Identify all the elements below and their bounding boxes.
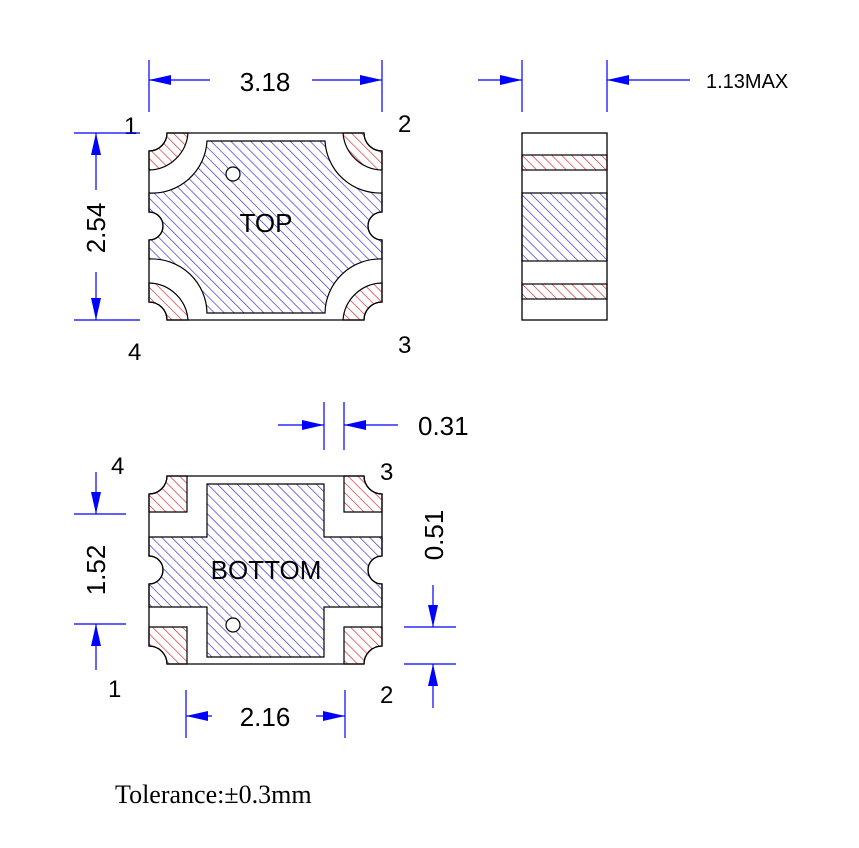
- dim-thickness-label: 1.13MAX: [706, 71, 788, 93]
- bottom-pad-4: [148, 475, 188, 513]
- top-lid: [148, 140, 383, 314]
- dim-bottom-height-label: 1.52: [81, 545, 111, 596]
- top-pad-4: [148, 282, 189, 321]
- bottom-pin-1: 1: [108, 676, 121, 703]
- top-pin-3: 3: [398, 332, 411, 359]
- dim-width-318: 3.18: [148, 60, 383, 112]
- bottom-pad-1: [148, 626, 188, 665]
- top-label: TOP: [240, 208, 293, 238]
- dim-width-216: 2.16: [185, 690, 346, 738]
- bottom-pad-2: [343, 626, 383, 665]
- top-pad-3: [342, 282, 383, 321]
- pin1-marker-dot: [225, 166, 241, 182]
- top-pad-1: [148, 132, 189, 171]
- bottom-pin-4: 4: [111, 453, 124, 480]
- dim-thickness-113: 1.13MAX: [478, 60, 788, 112]
- dim-pad-height-label: 0.51: [419, 510, 449, 561]
- top-pin-4: 4: [128, 339, 141, 366]
- bottom-pin-2: 2: [380, 682, 393, 709]
- dim-height-label: 2.54: [81, 203, 111, 254]
- bottom-center-pad: [148, 483, 383, 658]
- bottom-label: BOTTOM: [211, 555, 322, 585]
- top-view: TOP 1 2 3 4 3.18 2.54: [74, 60, 411, 366]
- bottom-pin-3: 3: [380, 459, 393, 486]
- side-lid: [521, 192, 608, 262]
- top-pin-1: 1: [124, 113, 137, 140]
- dim-pad-width-label: 0.31: [418, 411, 469, 441]
- dim-pad-width-031: 0.31: [278, 402, 469, 450]
- bottom-pad-3: [343, 475, 383, 513]
- side-pad-top: [521, 154, 608, 171]
- dim-width-label: 3.18: [240, 67, 291, 97]
- bottom-view: BOTTOM 4 3 1 2 0.31 0.51: [74, 402, 469, 738]
- top-pad-2: [342, 132, 383, 171]
- tolerance-note: Tolerance:±0.3mm: [115, 780, 312, 809]
- side-pad-bottom: [521, 283, 608, 300]
- dim-pad-height-051: 0.51: [404, 510, 456, 708]
- side-view: 1.13MAX: [478, 60, 788, 321]
- dim-bottom-width-label: 2.16: [240, 702, 291, 732]
- top-pin-2: 2: [398, 111, 411, 138]
- dim-height-254: 2.54: [74, 132, 140, 321]
- dim-height-152: 1.52: [74, 472, 126, 670]
- pin1-marker-dot-bottom: [225, 617, 241, 633]
